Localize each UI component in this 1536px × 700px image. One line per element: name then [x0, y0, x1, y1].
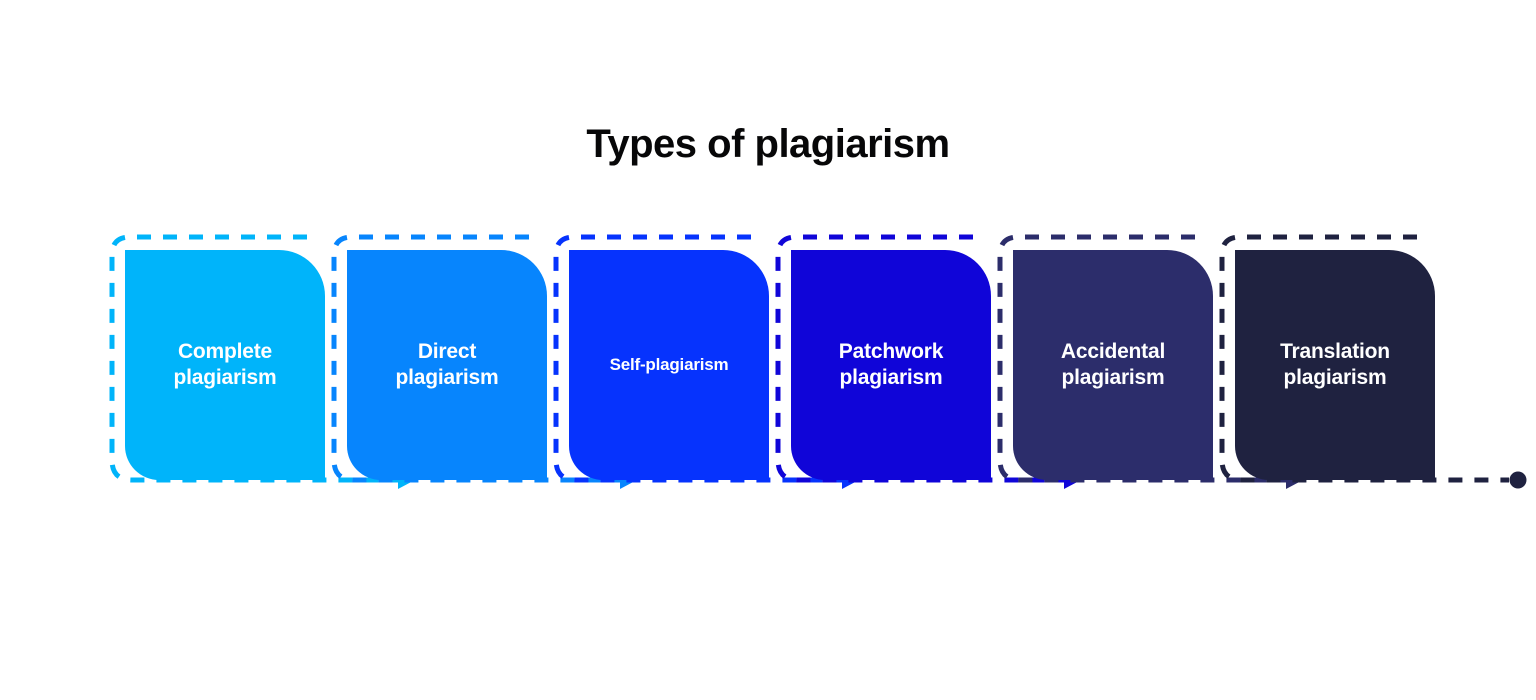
flow-stage[interactable]: Translation plagiarism [1217, 232, 1529, 504]
stage-card[interactable]: Complete plagiarism [125, 250, 325, 480]
stage-card-label: Accidental plagiarism [1060, 340, 1166, 389]
stage-card-label: Complete plagiarism [173, 340, 277, 389]
stage-card-label: Self-plagiarism [609, 354, 729, 374]
flow-stage[interactable]: Direct plagiarism [329, 232, 641, 504]
page-title: Types of plagiarism [586, 122, 950, 166]
stage-card[interactable]: Patchwork plagiarism [791, 250, 991, 480]
stage-connector-end-dot [1509, 471, 1527, 489]
stage-card-label: Direct plagiarism [395, 340, 499, 389]
stage-card[interactable]: Accidental plagiarism [1013, 250, 1213, 480]
stage-card-label: Patchwork plagiarism [838, 340, 944, 389]
stage-card[interactable]: Direct plagiarism [347, 250, 547, 480]
flow-stage[interactable]: Self-plagiarism [551, 232, 863, 504]
stage-card-label: Translation plagiarism [1280, 340, 1390, 389]
stage-card[interactable]: Translation plagiarism [1235, 250, 1435, 480]
stage-card[interactable]: Self-plagiarism [569, 250, 769, 480]
